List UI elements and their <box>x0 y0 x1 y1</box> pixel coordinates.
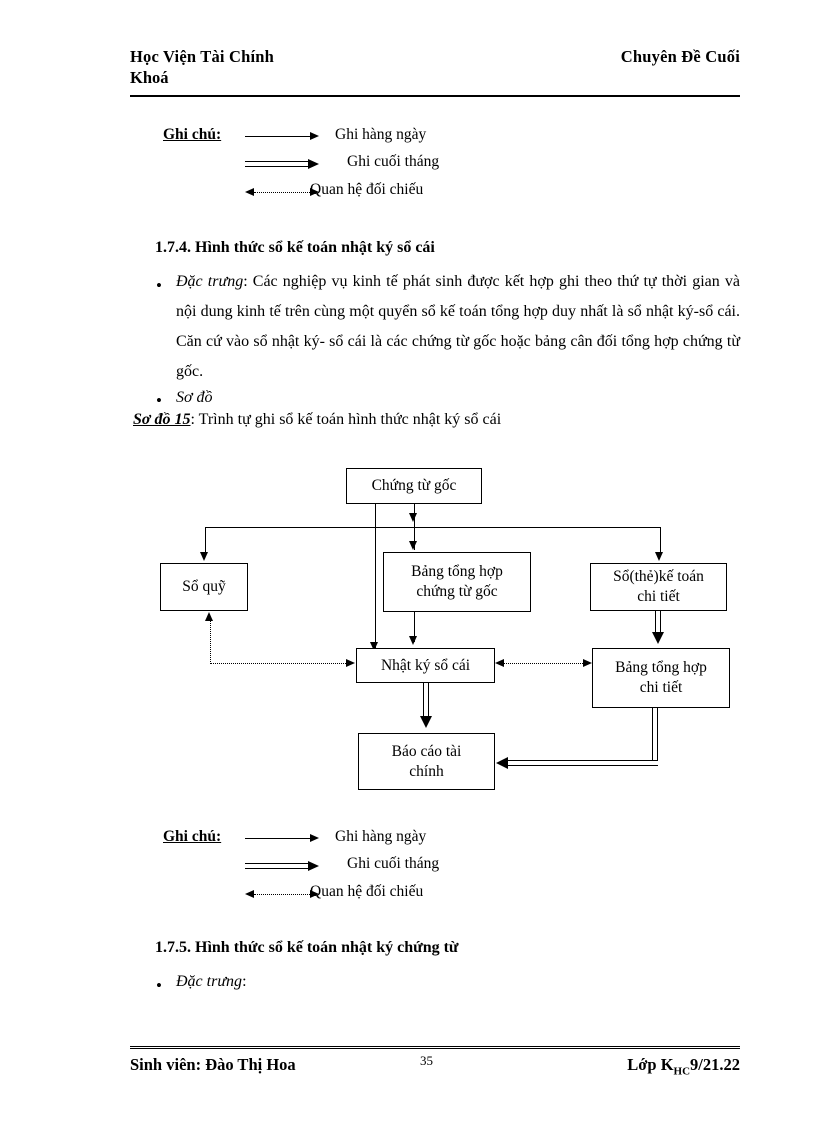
connector-bus-to-so-the-ke-toan <box>660 527 661 554</box>
node-so-the-ke-toan-chi-tiet[interactable]: Sổ(thẻ)kế toán chi tiết <box>590 563 727 611</box>
legend-top-label-monthly: Ghi cuối tháng <box>347 153 440 170</box>
diagram-caption-lead: Sơ đồ 15 <box>133 411 191 428</box>
footer-page-number: 35 <box>420 1053 433 1068</box>
connector-so-quy-dotted-vertical <box>210 620 211 664</box>
node-bang-tong-hop-chung-tu-goc-line1: Bảng tổng hợp <box>411 563 503 580</box>
connector-bus-to-so-quy <box>205 527 206 554</box>
connector-nksc-to-bctc <box>423 683 429 721</box>
section-heading-174: 1.7.4. Hình thức sổ kế toán nhật ký sổ c… <box>155 239 435 256</box>
page-footer: Sinh viên: Đào Thị Hoa 35 Lớp KHC9/21.22 <box>130 1053 740 1083</box>
node-chung-tu-goc-label: Chứng từ gốc <box>371 477 457 494</box>
section-175-paragraph-lead: Đặc trưng <box>176 973 243 990</box>
legend-bottom-title: Ghi chú: <box>163 828 222 845</box>
connector-ctg-to-bth-ctg <box>414 504 415 550</box>
arrowhead-bth-ctg-to-nksc <box>409 636 417 645</box>
node-so-the-ke-toan-chi-tiet-line1: Sổ(thẻ)kế toán <box>613 568 704 585</box>
page-header: Học Viện Tài Chính Chuyên Đề Cuối Khoá <box>130 46 740 88</box>
connector-so-the-to-bth-chi-tiet <box>655 611 661 637</box>
legend-bottom-row-monthly: Ghi cuối tháng <box>163 855 623 884</box>
legend-top-title: Ghi chú: <box>163 126 222 143</box>
arrowhead-dotted-to-so-quy <box>205 612 213 621</box>
diagram-caption-rest: : Trình tự ghi sổ kế toán hình thức nhật… <box>190 411 502 428</box>
connector-so-quy-dotted-to-nksc <box>210 663 346 664</box>
node-nhat-ky-so-cai-label: Nhật ký sổ cái <box>380 656 471 674</box>
bullet-glyph-174-2: • <box>156 391 162 410</box>
node-nhat-ky-so-cai[interactable]: Nhật ký sổ cái <box>356 648 495 683</box>
thick-solid-arrow-right-icon <box>245 159 319 170</box>
dotted-arrow-bidirectional-icon <box>245 890 321 899</box>
connector-bth-ctg-to-nksc <box>414 612 415 642</box>
connector-ctg-to-nksc-vertical <box>375 504 376 660</box>
node-bang-tong-hop-chi-tiet-line1: Bảng tổng hợp <box>615 659 707 676</box>
node-so-quy-label: Sổ quỹ <box>182 578 226 595</box>
legend-top-row-daily: Ghi chú: Ghi hàng ngày <box>163 124 623 153</box>
thick-solid-arrow-right-icon <box>245 861 319 872</box>
connector-nksc-bth-chi-tiet-dotted <box>504 663 583 664</box>
section-174-sodo-bullet: Sơ đồ <box>176 389 213 406</box>
legend-top-label-daily: Ghi hàng ngày <box>335 126 427 143</box>
footer-student-name: Sinh viên: Đào Thị Hoa <box>130 1055 296 1074</box>
bullet-glyph-175-1: • <box>156 976 162 995</box>
section-174-paragraph: Đặc trưng: Các nghiệp vụ kinh tế phát si… <box>176 267 740 387</box>
section-175-paragraph-body: : <box>242 973 247 990</box>
section-174-paragraph-lead: Đặc trưng <box>176 273 244 290</box>
node-bang-tong-hop-chi-tiet[interactable]: Bảng tổng hợp chi tiết <box>592 648 730 708</box>
legend-bottom-label-monthly: Ghi cuối tháng <box>347 855 440 872</box>
thin-solid-arrow-right-icon <box>245 834 319 843</box>
arrowhead-bth-chi-tiet-to-bctc <box>496 756 508 769</box>
node-bao-cao-tai-chinh-line1: Báo cáo tài <box>391 742 462 760</box>
node-chung-tu-goc[interactable]: Chứng từ gốc <box>346 468 482 504</box>
arrowhead-nksc-to-bctc <box>419 716 432 728</box>
header-institution-line2: Khoá <box>130 68 169 87</box>
node-bao-cao-tai-chinh[interactable]: Báo cáo tài chính <box>358 733 495 790</box>
node-bao-cao-tai-chinh-line2: chính <box>409 762 444 780</box>
arrowhead-bus-to-so-quy <box>200 552 208 561</box>
legend-top-row-crosscheck: Quan hệ đối chiếu <box>163 181 623 211</box>
arrowhead-ctg-to-bth-ctg-lower <box>409 541 417 550</box>
connector-bth-chi-tiet-down <box>652 708 658 766</box>
node-bang-tong-hop-chung-tu-goc[interactable]: Bảng tổng hợp chứng từ gốc <box>383 552 531 612</box>
legend-top: Ghi chú: Ghi hàng ngày Ghi cuối tháng Qu… <box>163 124 623 211</box>
section-174-paragraph-body: : Các nghiệp vụ kinh tế phát sinh được k… <box>176 273 740 380</box>
section-175-paragraph: Đặc trưng: <box>176 967 576 997</box>
legend-top-row-monthly: Ghi cuối tháng <box>163 153 623 182</box>
node-bang-tong-hop-chi-tiet-line2: chi tiết <box>639 679 683 696</box>
connector-distribution-bus <box>205 527 661 528</box>
legend-bottom: Ghi chú: Ghi hàng ngày Ghi cuối tháng Qu… <box>163 826 623 913</box>
legend-bottom-row-crosscheck: Quan hệ đối chiếu <box>163 883 623 913</box>
legend-bottom-label-crosscheck: Quan hệ đối chiếu <box>310 883 424 900</box>
footer-divider <box>130 1046 740 1049</box>
dotted-arrow-bidirectional-icon <box>245 188 321 197</box>
legend-bottom-row-daily: Ghi chú: Ghi hàng ngày <box>163 826 623 855</box>
legend-top-label-crosscheck: Quan hệ đối chiếu <box>310 181 424 198</box>
header-doc-type: Chuyên Đề Cuối <box>620 47 740 66</box>
connector-bth-chi-tiet-to-bctc <box>508 760 658 766</box>
bullet-glyph-174-1: • <box>156 276 162 295</box>
node-so-quy[interactable]: Sổ quỹ <box>160 563 248 611</box>
arrowhead-bus-to-so-the-ke-toan <box>655 552 663 561</box>
header-divider <box>130 95 740 97</box>
footer-class: Lớp KHC9/21.22 <box>627 1055 740 1078</box>
arrowhead-dotted-to-nksc-right <box>495 659 504 667</box>
arrowhead-dotted-to-bth-chi-tiet <box>583 659 592 667</box>
node-bang-tong-hop-chung-tu-goc-line2: chứng từ gốc <box>416 583 498 600</box>
node-so-the-ke-toan-chi-tiet-line2: chi tiết <box>637 588 680 605</box>
legend-bottom-label-daily: Ghi hàng ngày <box>335 828 427 845</box>
section-heading-175: 1.7.5. Hình thức sổ kế toán nhật ký chứn… <box>155 939 459 956</box>
arrowhead-so-the-to-bth-chi-tiet <box>651 632 664 644</box>
thin-solid-arrow-right-icon <box>245 132 319 141</box>
header-institution: Học Viện Tài Chính <box>130 47 275 66</box>
diagram-caption: Sơ đồ 15: Trình tự ghi sổ kế toán hình t… <box>133 411 501 429</box>
arrowhead-dotted-to-nksc-left <box>346 659 355 667</box>
arrowhead-ctg-to-bth-ctg-upper <box>409 513 417 522</box>
